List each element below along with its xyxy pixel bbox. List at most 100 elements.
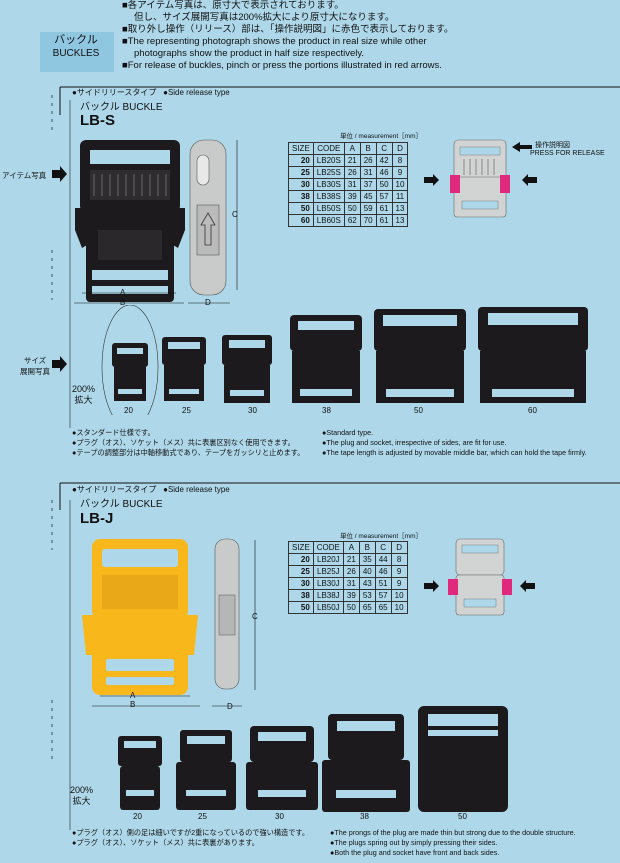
table-cell: 50 xyxy=(342,601,360,614)
section-j-code: LB-J xyxy=(80,510,114,527)
size-label-30: 30 xyxy=(248,406,257,415)
table-cell: 38 xyxy=(288,589,314,602)
table-cell: 26 xyxy=(342,565,360,578)
buckle-size-20 xyxy=(118,736,162,810)
label-item-photo: アイテム写真 xyxy=(2,171,47,180)
table-cell: 39 xyxy=(342,589,360,602)
size-label-50: 50 xyxy=(414,406,423,415)
dimension-marks-s xyxy=(74,292,230,304)
section-j-type-jp: ●サイドリリースタイプ xyxy=(72,485,157,494)
table-header-cell: SIZE xyxy=(288,142,314,155)
arrow-left-icon xyxy=(520,580,535,592)
buckle-size-30 xyxy=(222,335,272,403)
buckle-lb-s-side-view xyxy=(189,139,227,296)
notes-en-j: ●The prongs of the plug are made thin bu… xyxy=(330,828,576,858)
table-cell: 57 xyxy=(374,589,392,602)
sidebar-title-en: BUCKLES xyxy=(52,48,100,59)
table-cell: 9 xyxy=(390,565,408,578)
dim-c-label-s: C xyxy=(232,210,238,219)
label-enlarge-j: 200% 拡大 xyxy=(70,785,94,806)
dim-d-label-j: D xyxy=(227,702,233,711)
table-cell: LB30J xyxy=(312,577,344,590)
table-cell: 53 xyxy=(358,589,376,602)
table-cell: LB50S xyxy=(312,202,345,215)
size-label-25: 25 xyxy=(182,406,191,415)
table-cell: 8 xyxy=(390,553,408,566)
table-cell: 65 xyxy=(374,601,392,614)
buckle-size-50 xyxy=(374,309,466,403)
header-line-2: 但し、サイズ展開写真は200%拡大により原寸大になります。 xyxy=(134,12,395,23)
header-line-6: ■For release of buckles, pinch or press … xyxy=(122,60,442,71)
table-cell: LB38J xyxy=(312,589,344,602)
table-cell: 13 xyxy=(391,214,409,227)
table-header-cell: D xyxy=(390,541,408,554)
table-cell: 44 xyxy=(374,553,392,566)
table-cell: 20 xyxy=(288,553,314,566)
table-cell: 31 xyxy=(342,577,360,590)
note-line: ●The prongs of the plug are made thin bu… xyxy=(330,828,576,837)
size-lineup-j xyxy=(118,706,508,812)
sidebar-title-bg xyxy=(40,32,114,72)
table-cell: 39 xyxy=(343,190,361,203)
header-line-1: ■各アイテム写真は、原寸大で表示されております。 xyxy=(122,0,344,11)
size-label-30: 30 xyxy=(275,812,284,821)
section-s-code: LB-S xyxy=(80,112,115,129)
table-cell: LB20J xyxy=(312,553,344,566)
note-line: ●テープの調整部分は中軸移動式であり、テープをガッシリと止めます。 xyxy=(72,448,305,457)
section-s-type-en: ●Side release type xyxy=(163,88,230,97)
table-cell: 50 xyxy=(375,178,393,191)
table-header-cell: CODE xyxy=(312,541,344,554)
release-diagram-j xyxy=(448,538,512,616)
table-cell: LB25J xyxy=(312,565,344,578)
table-header-cell: A xyxy=(343,142,361,155)
dim-b-label-j: B xyxy=(130,700,136,709)
table-cell: 50 xyxy=(288,601,314,614)
table-header-cell: C xyxy=(375,142,393,155)
table-cell: 59 xyxy=(359,202,377,215)
arrow-left-icon xyxy=(512,142,532,152)
size-label-38: 38 xyxy=(322,406,331,415)
table-cell: 26 xyxy=(359,154,377,167)
table-cell: 25 xyxy=(288,565,314,578)
table-cell: 30 xyxy=(288,178,314,191)
table-cell: 8 xyxy=(391,154,409,167)
table-header-cell: CODE xyxy=(312,142,345,155)
size-label-60: 60 xyxy=(528,406,537,415)
note-line: ●プラグ（オス）側の足は細いですが2重になっているので強い構造です。 xyxy=(72,828,310,837)
table-cell: 9 xyxy=(390,577,408,590)
table-cell: 10 xyxy=(390,601,408,614)
measurement-unit-s: 単位 / measurement［mm］ xyxy=(340,133,422,140)
table-cell: 70 xyxy=(359,214,377,227)
dim-b-label-s: B xyxy=(120,298,126,307)
buckle-size-30 xyxy=(246,726,318,810)
section-j-type: ●サイドリリースタイプ ●Side release type xyxy=(72,484,230,495)
table-cell: 57 xyxy=(375,190,393,203)
notes-jp-s: ●スタンダード仕様です。 ●プラグ（オス）、ソケット（メス）共に表裏区別なく使用… xyxy=(72,428,304,458)
header-line-5: photographs show the product in half siz… xyxy=(134,48,365,59)
table-cell: 10 xyxy=(390,589,408,602)
table-header-cell: B xyxy=(359,142,377,155)
table-cell: 13 xyxy=(391,202,409,215)
section-j-name: バックル BUCKLE xyxy=(80,499,163,510)
table-cell: 21 xyxy=(342,553,360,566)
note-line: ●Both the plug and socket have front and… xyxy=(330,848,500,857)
table-cell: LB38S xyxy=(312,190,345,203)
table-cell: 31 xyxy=(343,178,361,191)
measurement-unit-j: 単位 / measurement［mm］ xyxy=(340,533,422,540)
table-cell: 31 xyxy=(359,166,377,179)
table-cell: LB20S xyxy=(312,154,345,167)
buckle-size-60 xyxy=(478,307,588,403)
table-cell: 65 xyxy=(358,601,376,614)
size-label-50: 50 xyxy=(458,812,467,821)
release-label-jp: 操作説明図 xyxy=(535,142,570,149)
table-cell: LB50J xyxy=(312,601,344,614)
